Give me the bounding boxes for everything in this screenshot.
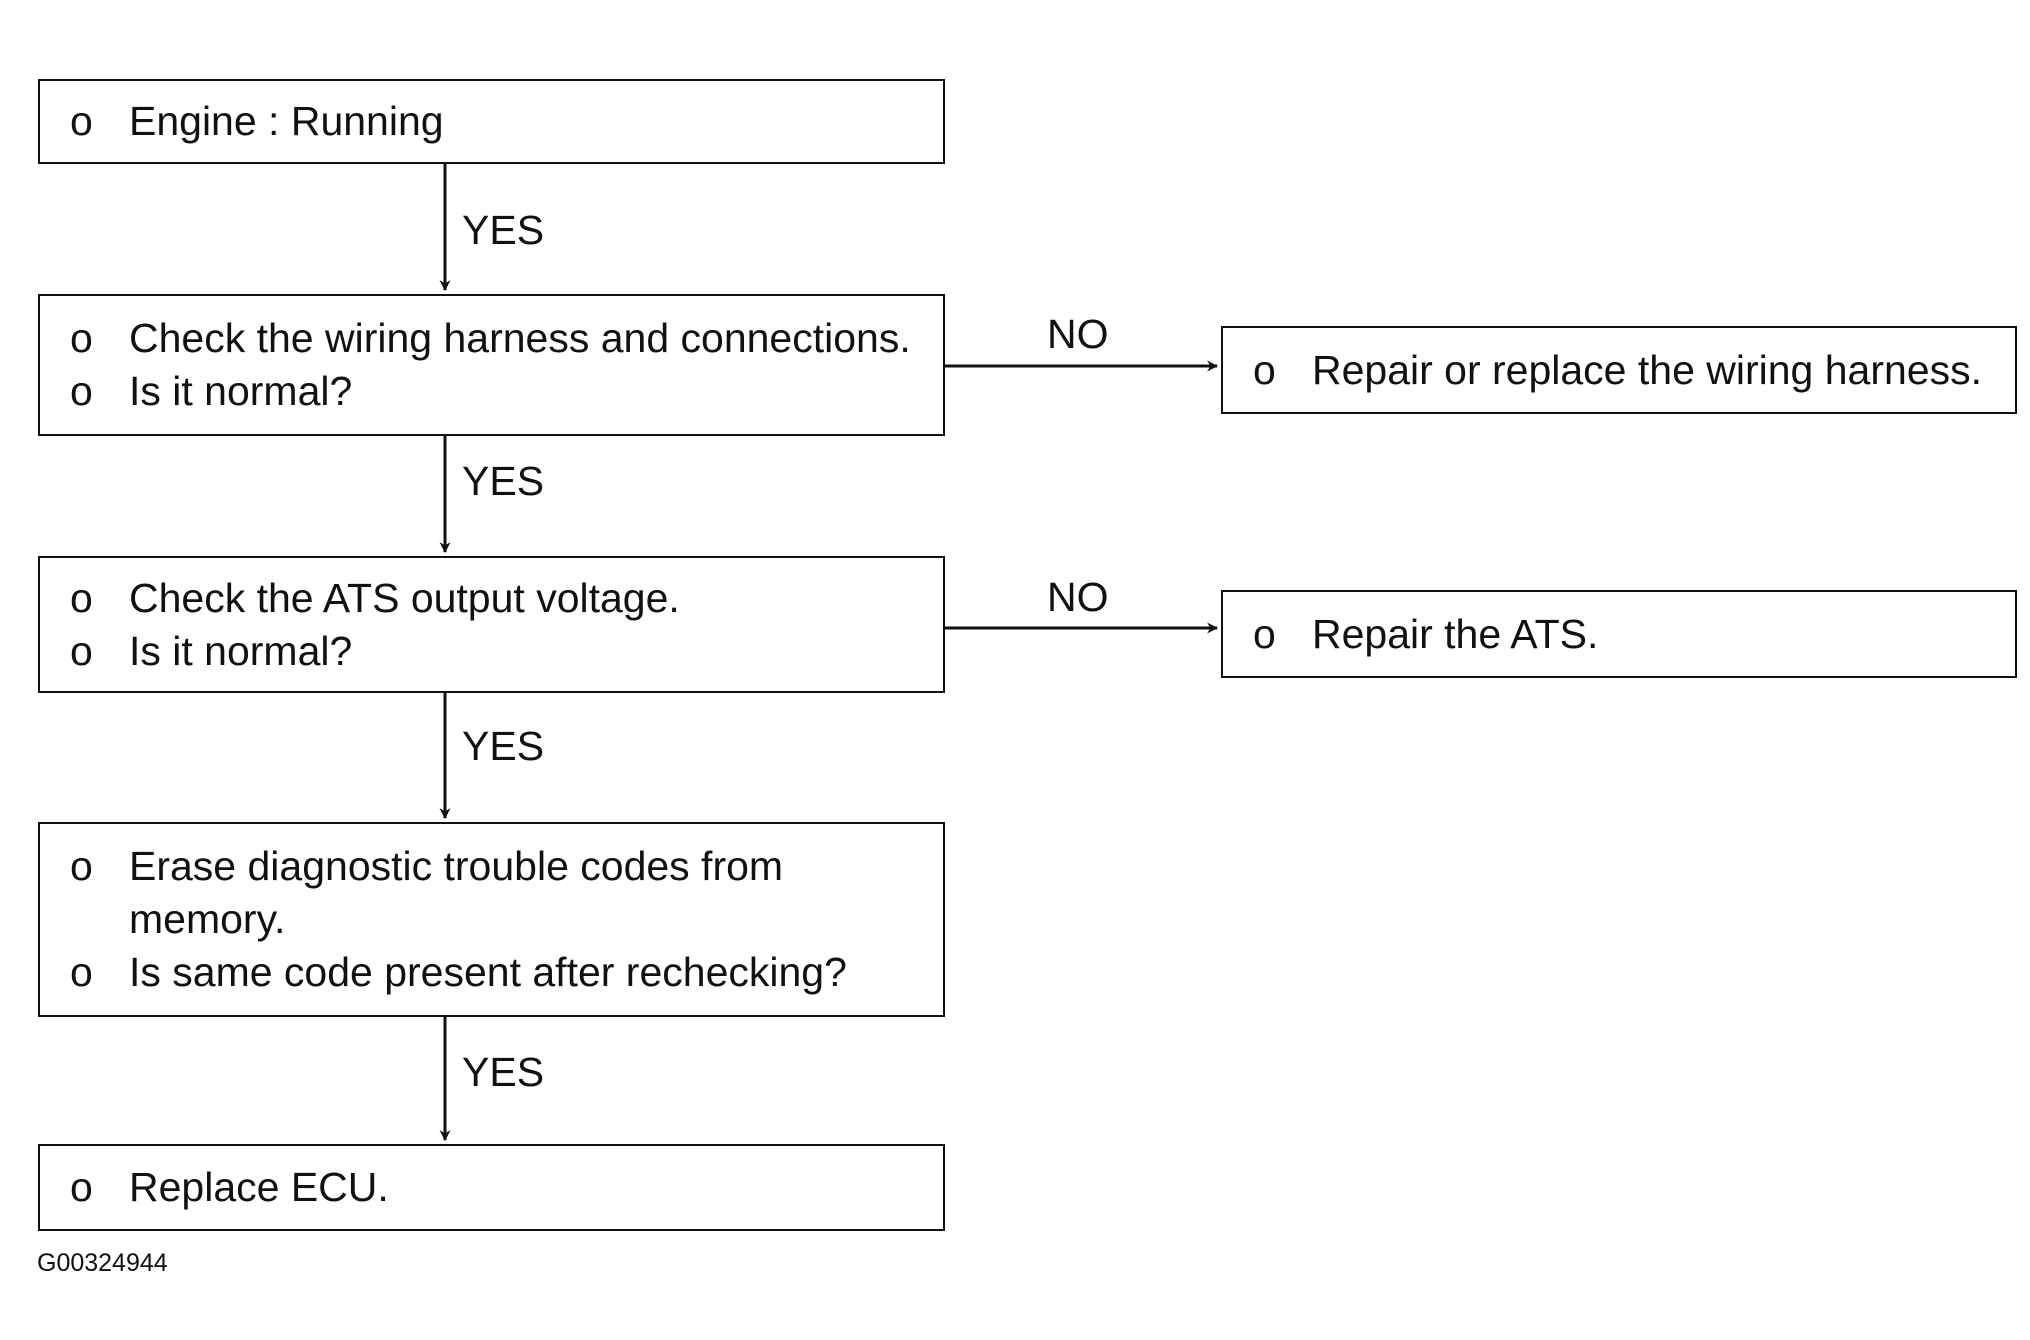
step-text: Engine : Running [129, 98, 444, 144]
step-text: Erase diagnostic trouble codes from memo… [129, 843, 784, 942]
step-box-erase-codes: o Erase diagnostic trouble codes from me… [38, 822, 945, 1017]
step-box-engine-running: o Engine : Running [38, 79, 945, 164]
bullet-marker: o [70, 574, 93, 621]
bullet-marker: o [1253, 610, 1276, 657]
yes-label: YES [462, 723, 545, 769]
step-box-replace-ecu: o Replace ECU. [38, 1144, 945, 1231]
bullet-marker: o [70, 627, 93, 674]
step-box-check-ats-voltage: o Check the ATS output voltage. o Is it … [38, 556, 945, 693]
yes-label: YES [462, 207, 545, 253]
bullet-marker: o [70, 949, 93, 995]
step-text: Replace ECU. [129, 1164, 389, 1210]
step-box-check-wiring: o Check the wiring harness and connectio… [38, 294, 945, 436]
bullet-marker: o [70, 843, 93, 889]
step-item: o Replace ECU. [70, 1161, 923, 1214]
step-text: Is same code present after rechecking? [129, 949, 847, 995]
step-item: o Erase diagnostic trouble codes from me… [70, 840, 923, 946]
figure-id: G00324944 [37, 1249, 168, 1277]
step-item: o Check the ATS output voltage. [70, 572, 923, 625]
step-item: o Engine : Running [70, 95, 923, 148]
bullet-marker: o [70, 315, 93, 361]
step-item: o Repair or replace the wiring harness. [1253, 344, 1995, 397]
no-label: NO [1047, 311, 1109, 357]
step-text: Is it normal? [129, 627, 353, 674]
yes-label: YES [462, 1049, 545, 1095]
step-item: o Is it normal? [70, 365, 923, 418]
step-text: Check the ATS output voltage. [129, 574, 680, 621]
step-text: Check the wiring harness and connections… [129, 315, 911, 361]
step-text: Is it normal? [129, 368, 353, 414]
step-text: Repair the ATS. [1312, 610, 1599, 657]
bullet-marker: o [70, 368, 93, 414]
action-box-repair-ats: o Repair the ATS. [1221, 590, 2017, 678]
step-text: Repair or replace the wiring harness. [1312, 346, 1982, 393]
step-item: o Repair the ATS. [1253, 608, 1995, 661]
bullet-marker: o [1253, 346, 1276, 393]
step-item: o Check the wiring harness and connectio… [70, 312, 923, 365]
yes-label: YES [462, 458, 545, 504]
no-label: NO [1047, 574, 1109, 620]
step-item: o Is it normal? [70, 625, 923, 678]
bullet-marker: o [70, 98, 93, 144]
action-box-repair-wiring: o Repair or replace the wiring harness. [1221, 326, 2017, 414]
step-item: o Is same code present after rechecking? [70, 946, 923, 999]
bullet-marker: o [70, 1164, 93, 1210]
